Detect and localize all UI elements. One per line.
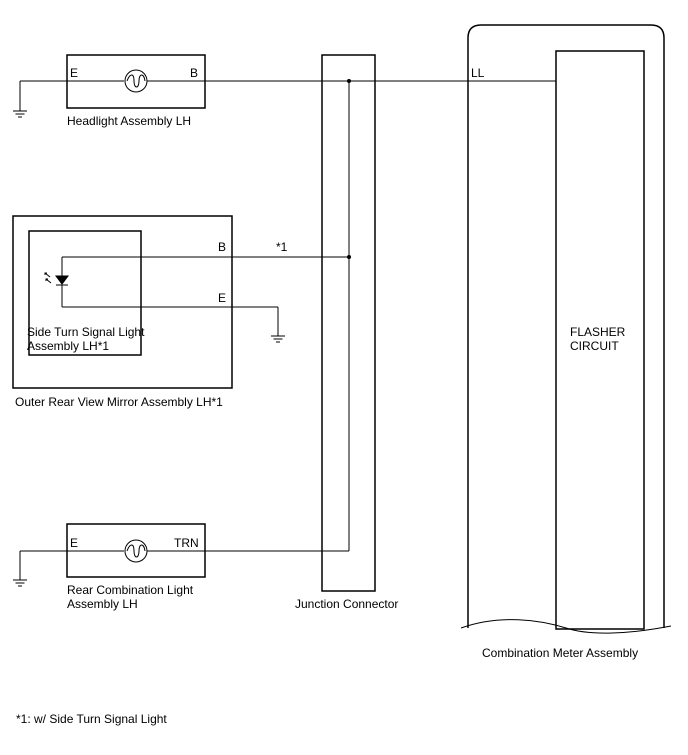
mirror-label: Outer Rear View Mirror Assembly LH*1 [15, 395, 223, 409]
junction-dot-lower [347, 255, 351, 259]
footnote: *1: w/ Side Turn Signal Light [16, 712, 167, 726]
side-turn-signal-label-line1: Side Turn Signal Light [27, 325, 145, 339]
mirror-pin-b: B [218, 240, 226, 254]
flasher-circuit-line2: CIRCUIT [570, 339, 619, 353]
ground-symbol-mirror [271, 307, 285, 343]
ground-symbol-headlight [13, 81, 27, 118]
flasher-circuit-box [555, 50, 645, 630]
bulb-icon [124, 69, 148, 93]
mirror-pin-e: E [218, 291, 226, 305]
bulb-icon [124, 539, 148, 563]
meter-pin-ll: LL [471, 66, 485, 80]
rear-combo-pin-trn: TRN [174, 536, 199, 550]
junction-connector: Junction Connector [295, 54, 398, 611]
rear-combo-label-line1: Rear Combination Light [67, 583, 194, 597]
headlight-assembly: E B Headlight Assembly LH [20, 54, 206, 128]
led-icon [44, 272, 69, 286]
headlight-pin-b: B [190, 66, 198, 80]
rear-combination-light-assembly: E TRN Rear Combination Light Assembly LH [20, 523, 349, 611]
ground-symbol-rear-combo [13, 551, 27, 587]
headlight-pin-e: E [70, 66, 78, 80]
rear-combo-label-line2: Assembly LH [67, 597, 138, 611]
side-turn-signal-light-box [28, 230, 142, 356]
flasher-circuit-line1: FLASHER [570, 325, 626, 339]
mirror-wire-note: *1 [276, 240, 288, 254]
mirror-assembly: B E *1 Side Turn Signal Light Assembly L… [12, 215, 349, 409]
rear-combo-pin-e: E [70, 536, 78, 550]
side-turn-signal-label-line2: Assembly LH*1 [27, 339, 109, 353]
meter-label: Combination Meter Assembly [482, 646, 638, 660]
headlight-label: Headlight Assembly LH [67, 114, 191, 128]
combination-meter-assembly: FLASHER CIRCUIT Combination Meter Assemb… [460, 24, 672, 660]
junction-label: Junction Connector [295, 597, 398, 611]
meter-break-line [460, 619, 672, 634]
junction-dot-upper [347, 79, 351, 83]
